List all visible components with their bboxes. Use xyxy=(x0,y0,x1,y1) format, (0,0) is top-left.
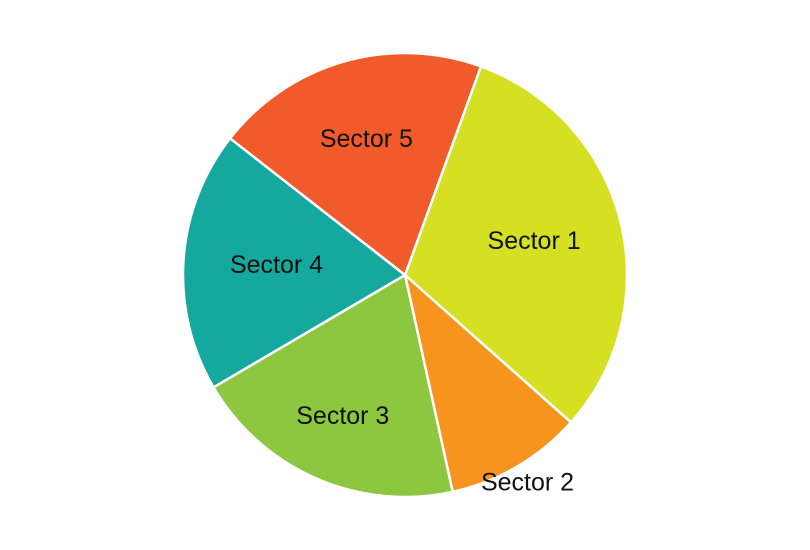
pie-slice-sector-1 xyxy=(403,65,629,424)
pie-slice-sector-3 xyxy=(212,273,454,499)
pie-slice-sector-2 xyxy=(403,273,573,494)
slice-label-sector-2: Sector 2 xyxy=(481,468,574,496)
slice-label-sector-5: Sector 5 xyxy=(320,125,413,153)
pie-slice-sector-5 xyxy=(228,51,483,277)
slice-label-sector-1: Sector 1 xyxy=(488,227,581,255)
slice-label-sector-3: Sector 3 xyxy=(296,402,389,430)
pie-slice-sector-4 xyxy=(181,137,407,389)
slices-layer xyxy=(181,51,629,499)
slice-label-sector-4: Sector 4 xyxy=(230,251,323,279)
labels-layer: Sector 1 Sector 2 Sector 3 Sector 4 Sector 5 xyxy=(230,125,581,496)
